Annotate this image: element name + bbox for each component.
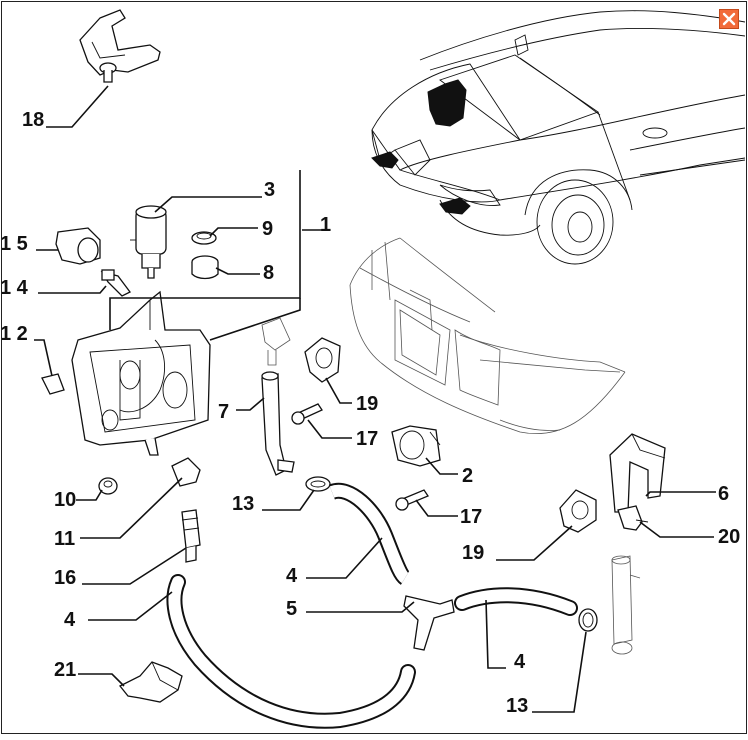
- seal-part-8: [191, 255, 219, 280]
- callout-9: 9: [262, 218, 273, 240]
- callout-17-lower: 17: [460, 506, 482, 528]
- bolt-part-12: [41, 373, 65, 395]
- washer-reservoir-part-1: [71, 290, 211, 456]
- callout-1: 1: [320, 214, 331, 236]
- callout-12: 1 2: [0, 323, 28, 345]
- callout-15: 1 5: [0, 233, 28, 255]
- callout-6: 6: [718, 483, 729, 505]
- nozzle-assembly-ghost: [611, 555, 641, 655]
- hose-part-4-upper: [329, 482, 411, 585]
- nozzle-highlight-left: [371, 151, 399, 169]
- callout-5: 5: [286, 598, 297, 620]
- clip-part-19-lower: [559, 489, 597, 533]
- callout-18: 18: [22, 109, 44, 131]
- nozzle-highlight-right: [439, 197, 471, 215]
- screw-part-14: [100, 269, 131, 297]
- car-illustration: [371, 10, 746, 265]
- callout-8: 8: [263, 262, 274, 284]
- hose-part-4-right: [454, 587, 578, 616]
- callout-19-lower: 19: [462, 542, 484, 564]
- reservoir-highlight: [427, 79, 467, 127]
- hose-clamp-part-13-upper: [305, 476, 331, 492]
- front-bumper-illustration: [349, 237, 626, 435]
- nozzle-assembly-part-7: [261, 317, 295, 476]
- callout-7: 7: [218, 401, 229, 423]
- callout-13-lower: 13: [506, 695, 528, 717]
- cap-part-15: [55, 227, 101, 265]
- clamp-part-2: [391, 425, 441, 467]
- bracket-part-18: [79, 9, 161, 83]
- close-icon: [722, 12, 736, 26]
- clip-part-21: [118, 661, 183, 703]
- callout-11: 11: [54, 528, 75, 550]
- screw-part-17-lower: [395, 489, 429, 511]
- nut-part-10: [98, 477, 118, 495]
- fitting-part-11: [171, 457, 201, 487]
- valve-part-20: [617, 505, 649, 531]
- connector-part-16: [181, 509, 201, 563]
- bracket-part-6: [609, 433, 666, 513]
- callout-3: 3: [264, 179, 275, 201]
- callout-10: 10: [54, 489, 76, 511]
- hose-part-4-long: [166, 574, 416, 729]
- pump-part-3: [130, 205, 167, 279]
- callout-4-upper: 4: [286, 565, 298, 587]
- close-button[interactable]: [719, 9, 739, 29]
- callout-13-upper: 13: [232, 493, 254, 515]
- callout-17-upper: 17: [356, 428, 378, 450]
- callout-labels: 18 3 1 1 5 9 1 4 8 1 2 19 7 17 2 10 13 1…: [0, 109, 740, 717]
- callout-19-upper: 19: [356, 393, 378, 415]
- callout-16: 16: [54, 567, 76, 589]
- clip-part-19-upper: [304, 337, 341, 383]
- callout-4-right: 4: [514, 651, 526, 673]
- hose-clamp-part-13-lower: [578, 608, 598, 632]
- callout-4-long: 4: [64, 609, 76, 631]
- leader-lines: [34, 85, 716, 713]
- callout-14: 1 4: [0, 277, 29, 299]
- tee-connector-part-5: [403, 595, 455, 651]
- callout-2: 2: [462, 465, 473, 487]
- callout-20: 20: [718, 526, 740, 548]
- screw-part-17-upper: [291, 403, 323, 425]
- callout-21: 21: [54, 659, 76, 681]
